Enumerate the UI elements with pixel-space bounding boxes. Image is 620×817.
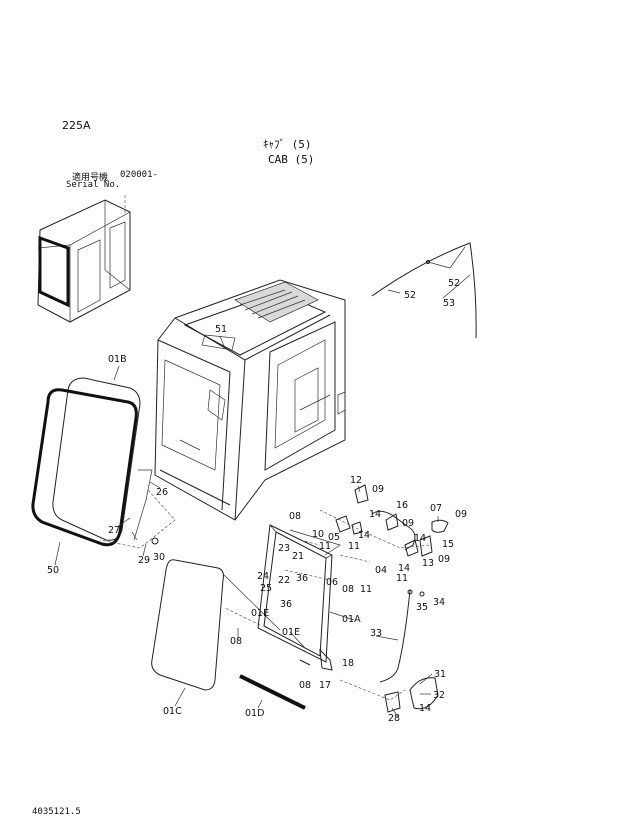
callout-01D: 01D bbox=[245, 708, 264, 719]
callout-09-b: 09 bbox=[402, 518, 414, 529]
cab-frame bbox=[154, 279, 346, 521]
page-code: 225A bbox=[62, 119, 91, 132]
callout-09-d: 09 bbox=[438, 554, 450, 565]
door-lock-parts bbox=[299, 589, 439, 713]
callout-25: 25 bbox=[260, 583, 272, 594]
serial-label-english: Serial No. bbox=[66, 180, 121, 190]
callout-28: 28 bbox=[388, 713, 400, 724]
leader-lines bbox=[54, 335, 439, 718]
upper-latch-parts bbox=[299, 484, 449, 563]
callout-22: 22 bbox=[278, 575, 290, 586]
callout-13: 13 bbox=[422, 558, 434, 569]
callout-31: 31 bbox=[434, 669, 446, 680]
callout-01C: 01C bbox=[163, 706, 182, 717]
front-window-assembly bbox=[31, 377, 176, 549]
callout-06: 06 bbox=[326, 577, 338, 588]
callout-15: 15 bbox=[442, 539, 454, 550]
callout-16: 16 bbox=[396, 500, 408, 511]
callout-36-a: 36 bbox=[296, 573, 308, 584]
callout-53: 53 bbox=[443, 298, 455, 309]
callout-14-c: 14 bbox=[414, 533, 426, 544]
callout-08-c: 08 bbox=[230, 636, 242, 647]
callout-11-b: 11 bbox=[396, 573, 408, 584]
callout-30: 30 bbox=[153, 552, 165, 563]
door-frame bbox=[224, 524, 341, 663]
callout-29: 29 bbox=[138, 555, 150, 566]
title-english: CAB (5) bbox=[268, 153, 315, 166]
callout-52-a: 52 bbox=[448, 278, 460, 289]
callout-09-c: 09 bbox=[455, 509, 467, 520]
callout-51: 51 bbox=[215, 324, 227, 335]
callout-01E-a: 01E bbox=[251, 608, 269, 619]
callout-27: 27 bbox=[108, 525, 120, 536]
callout-50: 50 bbox=[47, 565, 59, 576]
callout-52-b: 52 bbox=[404, 290, 416, 301]
callout-10: 10 bbox=[312, 529, 324, 540]
callout-14-b: 14 bbox=[358, 530, 370, 541]
callout-14-d: 14 bbox=[398, 563, 410, 574]
callout-14-e: 14 bbox=[419, 703, 431, 714]
rubber-strip bbox=[239, 674, 306, 710]
callout-01B: 01B bbox=[108, 354, 127, 365]
title-japanese: ｷｬﾌﾞ (5) bbox=[263, 138, 312, 151]
callout-18: 18 bbox=[342, 658, 354, 669]
callout-24: 24 bbox=[257, 571, 269, 582]
callout-35: 35 bbox=[416, 602, 428, 613]
callout-34: 34 bbox=[433, 597, 445, 608]
antenna-rod bbox=[371, 242, 477, 339]
footer-code: 4035121.5 bbox=[32, 807, 81, 817]
callout-32: 32 bbox=[433, 690, 445, 701]
door-glass bbox=[151, 559, 281, 691]
callout-12: 12 bbox=[350, 475, 362, 486]
callout-08-a: 08 bbox=[289, 511, 301, 522]
callout-33: 33 bbox=[370, 628, 382, 639]
callout-26: 26 bbox=[156, 487, 168, 498]
callout-08-d: 08 bbox=[299, 680, 311, 691]
callout-36-b: 36 bbox=[280, 599, 292, 610]
callout-labels: 51 52 52 53 01B 50 26 27 29 30 12 09 16 … bbox=[47, 278, 467, 724]
callout-04: 04 bbox=[375, 565, 387, 576]
serial-value: 020001- bbox=[120, 170, 158, 180]
callout-14-a: 14 bbox=[369, 509, 381, 520]
callout-11-d: 11 bbox=[360, 584, 372, 595]
callout-21: 21 bbox=[292, 551, 304, 562]
callout-09-a: 09 bbox=[372, 484, 384, 495]
callout-08-b: 08 bbox=[342, 584, 354, 595]
callout-01E-b: 01E bbox=[282, 627, 300, 638]
callout-11-a: 11 bbox=[348, 541, 360, 552]
reference-cab-thumbnail bbox=[37, 195, 131, 323]
callout-11-c: 11 bbox=[319, 541, 331, 552]
callout-07: 07 bbox=[430, 503, 442, 514]
callout-17: 17 bbox=[319, 680, 331, 691]
callout-05: 05 bbox=[328, 532, 340, 543]
serial-label-japanese: 適用号機 bbox=[72, 173, 109, 183]
callout-23: 23 bbox=[278, 543, 290, 554]
